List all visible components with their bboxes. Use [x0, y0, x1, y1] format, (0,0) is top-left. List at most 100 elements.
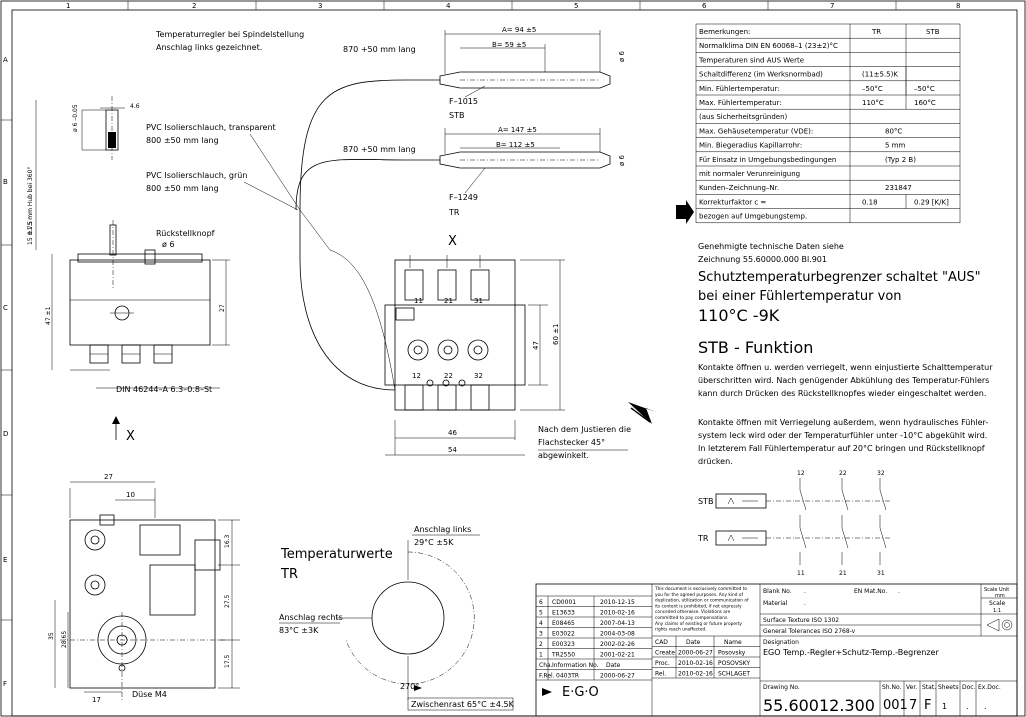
pointer-arrow-icon	[676, 200, 694, 224]
version: 7	[909, 698, 917, 713]
legal-notice: conceded otherwise. Violations are	[655, 609, 731, 615]
note-temp-regler-2: Anschlag links gezeichnet.	[156, 43, 262, 52]
signoff-name: POSOVSKY	[718, 660, 750, 667]
dim-phi6-tr: ø 6	[618, 154, 626, 166]
dim-16-3: 16.3	[224, 534, 231, 548]
note-nach-3: abgewinkelt.	[538, 451, 589, 460]
row-label: F	[3, 680, 7, 688]
label-tr: TR	[448, 208, 460, 217]
dim-54: 54	[448, 446, 457, 454]
sheets: 1	[942, 702, 947, 711]
revision-index: 6	[539, 599, 543, 606]
note-din: DIN 46244–A 6.3–0.8–St	[116, 385, 212, 394]
signoff-role: Rel.	[655, 671, 666, 678]
terminal-21: 21	[444, 297, 453, 305]
exdoc: .	[984, 702, 987, 711]
para1-line: kann durch Drücken des Rückstellknopfes …	[698, 389, 986, 398]
revision-info: E00323	[552, 641, 575, 648]
para2-line: drücken.	[698, 457, 733, 466]
dim-10: 10	[126, 491, 135, 499]
surface-texture: Surface Texture ISO 1302	[763, 617, 839, 624]
col-label: 1	[66, 2, 70, 10]
revision-info: TR2550	[551, 652, 575, 659]
revision-header: Date	[606, 662, 621, 669]
spec-row-value: 80°C	[885, 127, 902, 135]
view-arrow-icon	[628, 402, 656, 424]
dim-hub: 0.75 mm Hub bei 360°	[27, 167, 34, 235]
view-x-title: X	[448, 234, 457, 249]
note-pvc-transparent-2: 800 ±50 mm lang	[146, 136, 219, 145]
dim-phi6-stb: ø 6	[618, 50, 626, 62]
circuit-top-12: 12	[797, 470, 805, 477]
circuit-stb-label: STB	[698, 497, 713, 506]
status-label: Stat.	[922, 684, 936, 691]
spec-row-label: Min. Biegeradius Kapillarrohr:	[699, 142, 802, 150]
signoff-role: Create	[655, 650, 675, 657]
signoff-header: Date	[686, 639, 701, 646]
dim-47: 47	[532, 341, 540, 350]
dim-15: 15 ±1.5	[27, 221, 34, 245]
dial-zwischenrast: Zwischenrast 65°C ±4.5K	[411, 700, 515, 709]
dim-a94: A= 94 ±5	[502, 26, 536, 34]
revision-date: 2002-02-26	[600, 641, 635, 648]
spec-row-stb: 160°C	[914, 99, 936, 107]
view-x-label: X	[126, 429, 135, 444]
signoff-role: Proc.	[655, 660, 670, 667]
dim-cap1: 870 +50 mm lang	[343, 45, 416, 54]
revision-date: 2007-04-13	[600, 620, 635, 627]
signoff-header: CAD	[655, 639, 668, 646]
temp-values-tr: TR	[280, 567, 298, 582]
para1-line: Kontakte öffnen u. werden verriegelt, we…	[698, 363, 993, 372]
revision-index: 5	[539, 610, 543, 617]
revision-info: E03022	[552, 631, 575, 638]
terminal-31: 31	[474, 297, 483, 305]
terminal-32: 32	[474, 372, 483, 380]
revision-date: 2004-03-08	[600, 631, 635, 638]
row-grid: A B C D E F	[1, 56, 12, 688]
material-value: .	[804, 600, 806, 607]
spec-header: TR	[871, 28, 881, 36]
dial-diagram	[336, 540, 475, 700]
spec-row-label: mit normaler Verunreinigung	[699, 170, 800, 178]
note-pvc-green-1: PVC Isolierschlauch, grün	[146, 171, 247, 180]
terminal-12: 12	[412, 372, 421, 380]
revision-info: E08465	[552, 620, 575, 627]
para2-line: Kontakte öffnen mit Verriegelung außerde…	[698, 418, 988, 427]
dial-anschlag-rechts-temp: 83°C ±3K	[279, 626, 319, 635]
revision-index: 4	[539, 620, 543, 627]
en-mat-label: EN Mat.No.	[854, 588, 887, 595]
revision-header: Information No.	[552, 662, 599, 669]
fael-value: 0403TR	[556, 673, 579, 680]
note-ruckstellknopf: Rückstellknopf	[156, 229, 215, 238]
dim-60: 60 ±1	[552, 324, 560, 345]
legal-notice: duplication, utilization or communicatio…	[655, 598, 749, 604]
circuit-bot-21: 21	[839, 570, 847, 577]
fael-date: 2000-06-27	[600, 673, 635, 680]
dim-17-5: 17.5	[224, 654, 231, 668]
terminal-22: 22	[444, 372, 453, 380]
schutz-line-1: Schutztemperaturbegrenzer schaltet "AUS"	[698, 270, 981, 285]
col-label: 4	[446, 2, 451, 10]
circuit-tr-label: TR	[697, 534, 709, 543]
revision-info: E13633	[552, 610, 575, 617]
drawing-no-label: Drawing No.	[763, 684, 800, 691]
spec-header: Bemerkungen:	[699, 28, 750, 36]
note-pvc-green-2: 800 ±50 mm lang	[146, 184, 219, 193]
schutz-line-2: bei einer Fühlertemperatur von	[698, 289, 902, 304]
note-pvc-transparent-1: PVC Isolierschlauch, transparent	[146, 123, 276, 132]
capillary-tubes	[295, 71, 611, 391]
legal-notice: its content is prohibited, if not expres…	[655, 603, 742, 609]
col-label: 6	[702, 2, 707, 10]
spec-row-label: Temperaturen sind AUS Werte	[698, 56, 804, 64]
spec-row-tr: 0.18	[862, 198, 878, 206]
sheet-no: 001	[883, 698, 908, 713]
signoff-name: SCHLAGET	[718, 671, 750, 678]
drawing-number: 55.60012.300	[763, 696, 875, 715]
dim-cap2: 870 +50 mm lang	[343, 145, 416, 154]
row-label: B	[3, 178, 8, 186]
spec-row-value: 231847	[885, 184, 912, 192]
revision-date: 2001-02-21	[600, 652, 635, 659]
spec-header: STB	[926, 28, 940, 36]
